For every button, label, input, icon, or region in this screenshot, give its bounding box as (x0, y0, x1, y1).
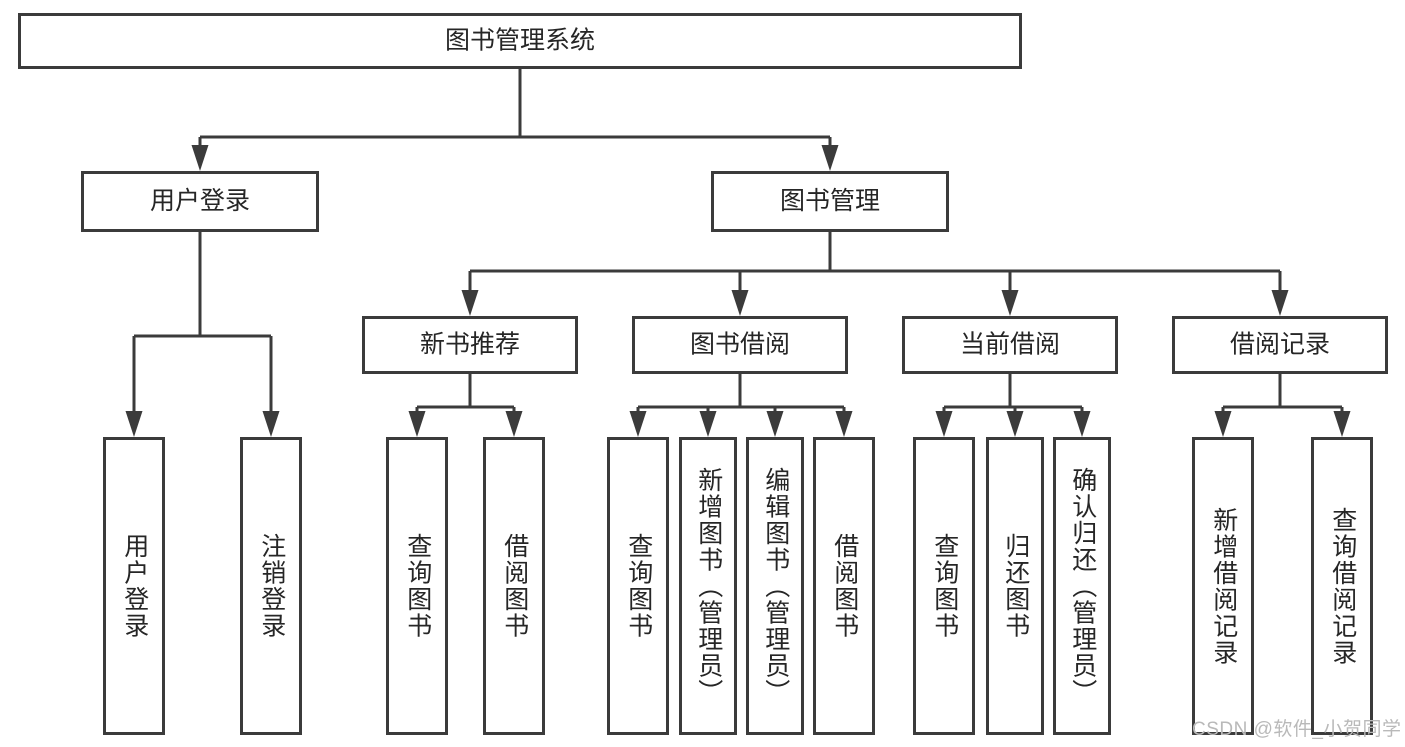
arrow-head-icon (262, 411, 280, 437)
node-box-leaf-return-book[interactable] (986, 437, 1044, 735)
node-boxes-layer (18, 13, 1388, 735)
connectors-layer (125, 69, 1351, 437)
arrow-head-icon (766, 411, 784, 437)
node-box-leaf-query-book-3[interactable] (913, 437, 975, 735)
node-label-new-book-rec: 新书推荐 (420, 331, 520, 359)
connector-book-borrow (629, 374, 853, 437)
node-label-user-login: 用户登录 (150, 187, 250, 215)
node-box-leaf-edit-book[interactable] (746, 437, 804, 735)
node-box-leaf-borrow-book-1[interactable] (483, 437, 545, 735)
node-label-borrow-record: 借阅记录 (1230, 331, 1330, 359)
node-box-leaf-confirm-return[interactable] (1053, 437, 1111, 735)
arrow-head-icon (1214, 411, 1232, 437)
node-box-root[interactable] (18, 13, 1022, 69)
node-box-book-borrow[interactable] (632, 316, 848, 374)
connector-book-manage (461, 232, 1289, 316)
node-label-current-borrow: 当前借阅 (960, 331, 1060, 359)
node-box-leaf-add-record[interactable] (1192, 437, 1254, 735)
node-box-current-borrow[interactable] (902, 316, 1118, 374)
arrow-head-icon (1006, 411, 1024, 437)
arrow-head-icon (125, 411, 143, 437)
arrow-head-icon (505, 411, 523, 437)
connector-user-login (125, 232, 280, 437)
node-label-root: 图书管理系统 (445, 27, 595, 55)
connector-current-borrow (935, 374, 1091, 437)
arrow-head-icon (461, 290, 479, 316)
node-box-leaf-add-book[interactable] (679, 437, 737, 735)
node-box-leaf-user-login[interactable] (103, 437, 165, 735)
node-label-book-manage: 图书管理 (780, 187, 880, 215)
node-box-borrow-record[interactable] (1172, 316, 1388, 374)
connector-borrow-record (1214, 374, 1351, 437)
node-box-book-manage[interactable] (711, 171, 949, 232)
node-box-new-book-rec[interactable] (362, 316, 578, 374)
arrow-head-icon (835, 411, 853, 437)
arrow-head-icon (699, 411, 717, 437)
node-box-leaf-borrow-book-2[interactable] (813, 437, 875, 735)
arrow-head-icon (1271, 290, 1289, 316)
arrow-head-icon (629, 411, 647, 437)
node-box-user-login[interactable] (81, 171, 319, 232)
node-box-leaf-query-book-1[interactable] (386, 437, 448, 735)
connector-new-book-rec (408, 374, 523, 437)
arrow-head-icon (821, 145, 839, 171)
arrow-head-icon (1073, 411, 1091, 437)
csdn-watermark: CSDN @软件_小贺同学 (1192, 719, 1402, 740)
node-box-leaf-query-book-2[interactable] (607, 437, 669, 735)
arrow-head-icon (191, 145, 209, 171)
node-box-leaf-query-record[interactable] (1311, 437, 1373, 735)
arrow-head-icon (408, 411, 426, 437)
arrow-head-icon (935, 411, 953, 437)
node-label-book-borrow: 图书借阅 (690, 331, 790, 359)
arrow-head-icon (1001, 290, 1019, 316)
connector-root (191, 69, 839, 171)
arrow-head-icon (1333, 411, 1351, 437)
arrow-head-icon (731, 290, 749, 316)
node-box-leaf-logout[interactable] (240, 437, 302, 735)
